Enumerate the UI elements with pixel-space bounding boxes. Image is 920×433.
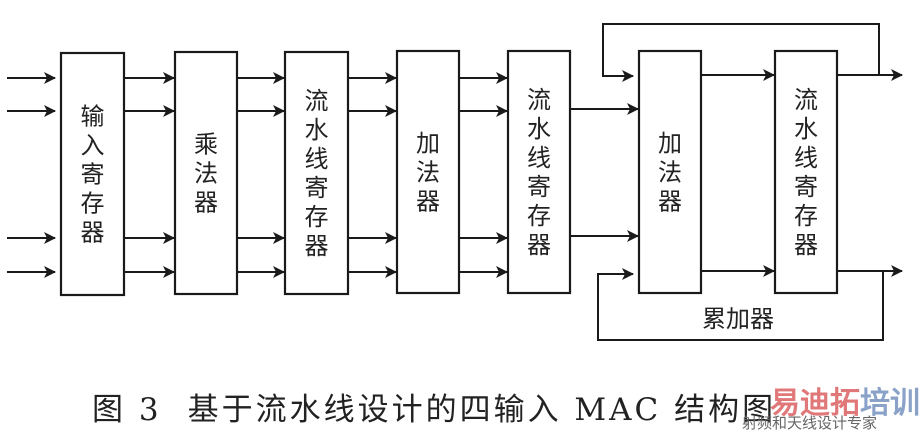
feedback-loop-accumulator	[597, 268, 884, 341]
block-pipeline-register-2-label-char: 器	[527, 231, 551, 259]
block-multiplier-label-char: 器	[194, 189, 218, 217]
block-multiplier-label-char: 乘	[194, 131, 218, 159]
feedback-loop-top	[602, 23, 880, 82]
block-multiplier-frame	[173, 50, 239, 296]
block-pipeline-register-3-label-char: 水	[794, 115, 818, 143]
block-pipeline-register-1-frame	[283, 50, 350, 296]
accumulator-label: 累加器	[702, 305, 774, 333]
watermark-brand-2: 培训	[860, 386, 920, 421]
block-adder-2-label-char: 加	[658, 130, 682, 158]
block-pipeline-register-1-label-char: 存	[305, 203, 329, 231]
block-pipeline-register-2-frame	[506, 49, 572, 295]
block-pipeline-register-1-label-char: 线	[305, 145, 329, 173]
block-pipeline-register-1-label-char: 寄	[305, 174, 329, 202]
block-pipeline-register-3-label-char: 线	[794, 144, 818, 172]
block-pipeline-register-2-label-char: 水	[527, 115, 551, 143]
block-pipeline-register-3-label-char: 流	[794, 86, 818, 114]
block-input-register-label-char: 存	[81, 190, 105, 218]
figure-number: 图 3	[92, 392, 162, 428]
block-adder-2-label-char: 法	[658, 159, 682, 187]
figure-caption: 图 3 基于流水线设计的四输入 MAC 结构图	[92, 384, 776, 429]
block-pipeline-register-2-label-char: 线	[527, 144, 551, 172]
block-multiplier: 乘法器	[173, 50, 239, 296]
block-adder-1-label-char: 加	[416, 130, 440, 158]
block-input-register-frame	[59, 51, 126, 297]
block-multiplier-label-char: 法	[194, 160, 218, 188]
block-input-register-label-char: 入	[81, 132, 105, 160]
block-pipeline-register-1-label-char: 器	[305, 232, 329, 260]
block-pipeline-register-3-label-char: 器	[794, 231, 818, 259]
block-adder-1: 加法器	[395, 49, 461, 295]
block-adder-2: 加法器	[637, 49, 703, 295]
figure-title: 基于流水线设计的四输入 MAC 结构图	[187, 392, 777, 428]
block-input-register-label-char: 寄	[81, 161, 105, 189]
block-pipeline-register-2-label-char: 存	[527, 202, 551, 230]
block-pipeline-register-2-label-char: 寄	[527, 173, 551, 201]
block-adder-1-label-char: 器	[416, 188, 440, 216]
block-pipeline-register-1-label-char: 水	[305, 116, 329, 144]
block-adder-1-frame	[395, 49, 461, 295]
block-pipeline-register-3-frame	[773, 49, 839, 295]
block-adder-2-frame	[637, 49, 703, 295]
watermark-brand-1: 易迪拓	[770, 386, 860, 421]
watermark-logo: 易迪拓培训	[770, 378, 920, 422]
watermark-slogan: 射频和天线设计专家	[742, 414, 878, 432]
block-input-register-label-char: 器	[81, 219, 105, 247]
block-pipeline-register-1-label-char: 流	[305, 87, 329, 115]
block-adder-1-label-char: 法	[416, 159, 440, 187]
block-input-register-label-char: 输	[81, 103, 105, 131]
block-adder-2-label-char: 器	[658, 188, 682, 216]
block-pipeline-register-3-label-char: 寄	[794, 173, 818, 201]
block-pipeline-register-2-label-char: 流	[527, 86, 551, 114]
block-pipeline-register-3-label-char: 存	[794, 202, 818, 230]
